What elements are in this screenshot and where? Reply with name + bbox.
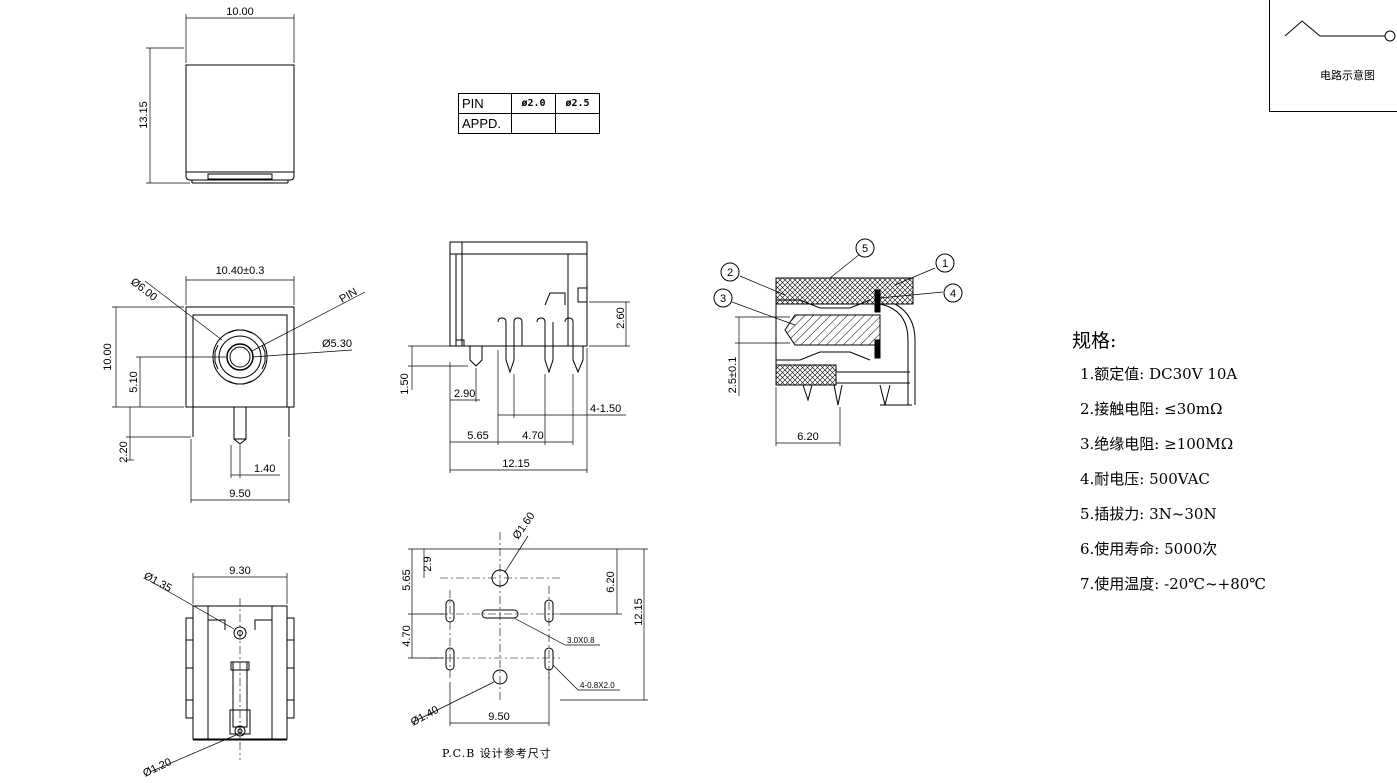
pin-table: PIN ø2.0 ø2.5 APPD. (458, 93, 600, 134)
pin-table-header: APPD. (458, 113, 512, 134)
circuit-box (1269, 0, 1397, 112)
dim-bottom-hole-1: Ø1.35 (142, 570, 174, 595)
dim-bottom-hole-2: Ø1.20 (141, 756, 173, 780)
dim-pcb-hole-small: Ø1.40 (409, 704, 441, 729)
label-pin: PIN (338, 286, 360, 306)
balloon-5-label: 5 (862, 243, 868, 255)
section-view (731, 253, 944, 446)
balloon-2 (720, 262, 740, 282)
balloon-1-label: 1 (942, 258, 948, 270)
dim-pcb-620: 6.20 (605, 571, 617, 592)
balloon-1 (935, 253, 955, 273)
balloon-3-label: 3 (720, 293, 726, 305)
dim-pcb-565: 5.65 (401, 569, 413, 590)
top-view (146, 14, 295, 184)
pcb-caption: P.C.B 设计参考尺寸 (442, 747, 552, 760)
dim-section-height: 2.5±0.1 (727, 357, 739, 394)
dim-top-height: 13.15 (138, 101, 150, 129)
dim-pin-offset: 1.40 (254, 463, 275, 475)
dim-pcb-29: 2.9 (422, 556, 434, 571)
spec-item: 7.使用温度: -20℃~+80℃ (1080, 575, 1267, 593)
pin-table-cell: ø2.5 (555, 93, 600, 114)
spec-item: 5.插拔力: 3N~30N (1080, 505, 1217, 523)
dim-section-width: 6.20 (797, 431, 818, 443)
front-view (112, 276, 366, 503)
dim-pcb-950: 9.50 (488, 711, 509, 723)
pin-table-row: PIN ø2.0 ø2.5 (458, 93, 600, 114)
spec-item: 4.耐电压: 500VAC (1080, 470, 1210, 488)
balloon-5 (855, 238, 875, 258)
pin-table-row: APPD. (458, 113, 600, 134)
dim-center-height: 5.10 (128, 371, 140, 392)
dim-side-470: 4.70 (522, 430, 543, 442)
dim-pcb-1215: 12.15 (633, 598, 645, 626)
dim-front-width: 10.40±0.3 (216, 265, 265, 277)
spec-item: 3.绝缘电阻: ≥100MΩ (1080, 435, 1234, 453)
dim-side-pins: 4-1.50 (590, 403, 621, 415)
dim-top-width: 10.00 (226, 6, 254, 18)
spec-item: 2.接触电阻: ≤30mΩ (1080, 400, 1223, 418)
dim-side-565: 5.65 (467, 430, 488, 442)
balloon-2-label: 2 (727, 267, 733, 279)
dim-front-height: 10.00 (102, 343, 114, 371)
spec-item: 6.使用寿命: 5000次 (1080, 540, 1218, 558)
circuit-label: 电路示意图 (1320, 69, 1375, 82)
spec-item: 1.额定值: DC30V 10A (1080, 365, 1238, 383)
dim-pcb-slots4: 4-0.8X2.0 (580, 681, 615, 690)
balloons (713, 238, 963, 308)
pcb-layout (408, 532, 648, 726)
pin-table-cell (555, 113, 600, 134)
dim-side-290: 2.90 (454, 388, 475, 400)
dim-pcb-hole-big: Ø1.60 (511, 510, 538, 541)
balloon-4-label: 4 (950, 288, 956, 300)
spec-block: 规格: 1.额定值: DC30V 10A 2.接触电阻: ≤30mΩ 3.绝缘电… (1072, 326, 1266, 608)
dim-bottom-width: 9.30 (229, 565, 250, 577)
dim-pin-length: 2.20 (118, 441, 130, 462)
side-view (408, 241, 630, 473)
pin-table-cell (511, 113, 556, 134)
dim-pcb-470: 4.70 (401, 625, 413, 646)
dim-side-260: 2.60 (615, 307, 627, 328)
bottom-view (149, 573, 295, 773)
dim-side-150: 1.50 (399, 373, 411, 394)
balloon-4 (943, 283, 963, 303)
balloon-3 (713, 288, 733, 308)
dim-inner-dia: Ø5.30 (322, 338, 352, 350)
circuit-symbol (1284, 20, 1396, 42)
dim-side-1215: 12.15 (502, 458, 530, 470)
dim-front-base: 9.50 (229, 488, 250, 500)
dim-outer-dia: Ø6.00 (128, 276, 159, 304)
spec-title: 规格: (1072, 330, 1117, 352)
dim-pcb-slot: 3.0X0.8 (567, 636, 595, 645)
pin-table-cell: ø2.0 (511, 93, 556, 114)
pin-table-header: PIN (458, 93, 512, 114)
